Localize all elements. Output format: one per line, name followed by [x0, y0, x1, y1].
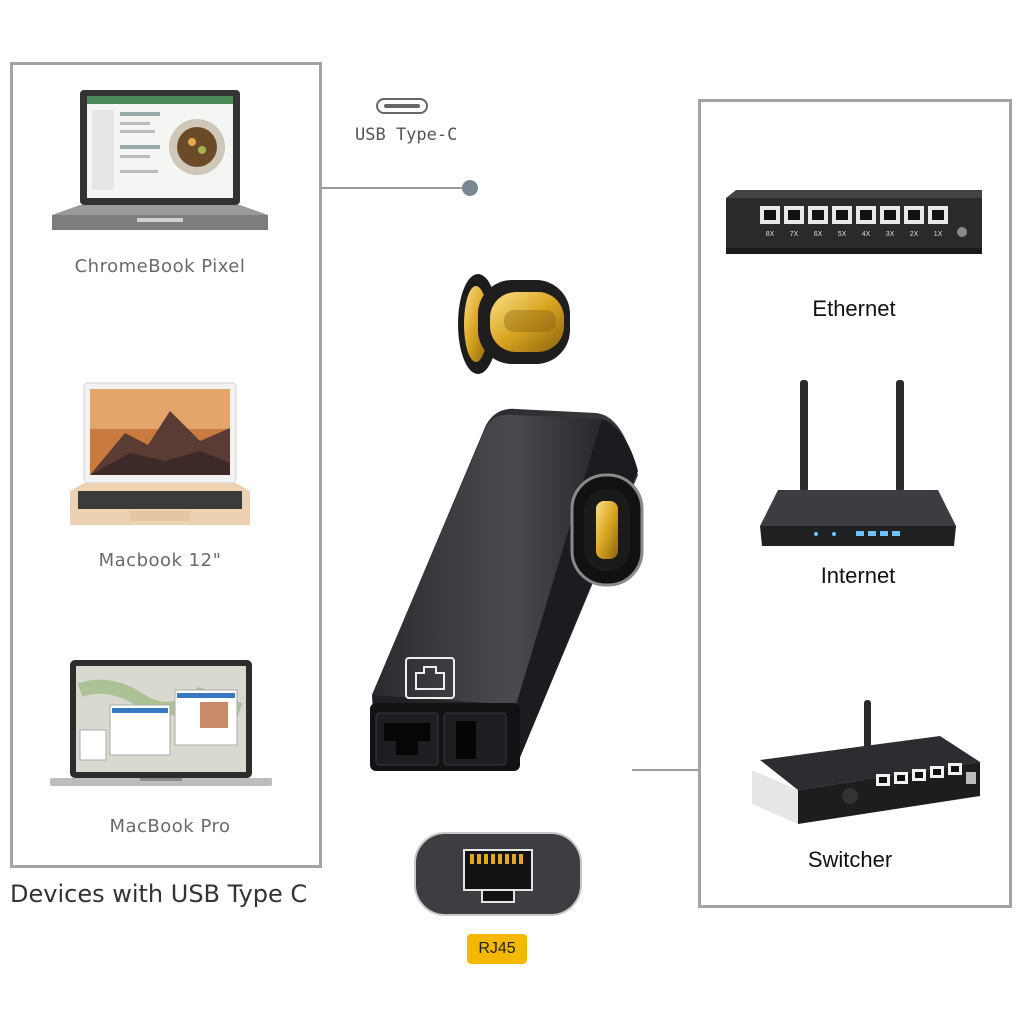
switch-port-hole — [836, 210, 848, 220]
switch-port-hole — [884, 210, 896, 220]
device-label-chromebook: ChromeBook Pixel — [74, 256, 246, 277]
magnetic-usb-c-tip-icon — [458, 274, 570, 374]
connector-line-left — [322, 180, 478, 196]
usb-type-c-label: USB Type-C — [355, 125, 458, 145]
rj45-badge: RJ45 — [467, 934, 527, 964]
router-icon — [760, 380, 956, 546]
switch-port-label: 3X — [886, 231, 895, 238]
ethernet-adapter-icon — [370, 408, 644, 771]
switch-port-label: 4X — [862, 231, 871, 238]
switch-port-hole — [860, 210, 872, 220]
switch-port-label: 2X — [910, 231, 919, 238]
network-label-switcher: Switcher — [807, 847, 893, 872]
switcher-icon — [752, 700, 980, 824]
ethernet-switch-icon: 8X 7X 6X 5X 4X 3X 2X 1X — [726, 190, 982, 254]
switch-port-hole — [932, 210, 944, 220]
rj45-port-icon — [414, 832, 582, 916]
switch-port-label: 6X — [814, 231, 823, 238]
switch-port-label: 7X — [790, 231, 799, 238]
usb-c-port-icon — [376, 98, 428, 114]
macbook-pro-laptop-icon — [50, 660, 272, 786]
network-label-ethernet: Ethernet — [812, 296, 896, 321]
connector-line-right — [632, 769, 700, 771]
devices-caption: Devices with USB Type C — [10, 880, 308, 908]
device-label-macbook-pro: MacBook Pro — [109, 816, 231, 837]
network-panel — [698, 99, 1012, 908]
chromebook-laptop-icon — [52, 90, 268, 230]
switch-port-hole — [908, 210, 920, 220]
switch-port-hole — [764, 210, 776, 220]
switch-port-label: 1X — [934, 231, 943, 238]
switch-port-hole — [788, 210, 800, 220]
macbook-laptop-icon — [70, 382, 250, 525]
switch-port-label: 8X — [766, 231, 775, 238]
devices-panel — [10, 62, 322, 868]
network-label-internet: Internet — [820, 563, 896, 588]
switch-port-hole — [812, 210, 824, 220]
device-label-macbook: Macbook 12" — [98, 550, 222, 571]
switch-port-label: 5X — [838, 231, 847, 238]
